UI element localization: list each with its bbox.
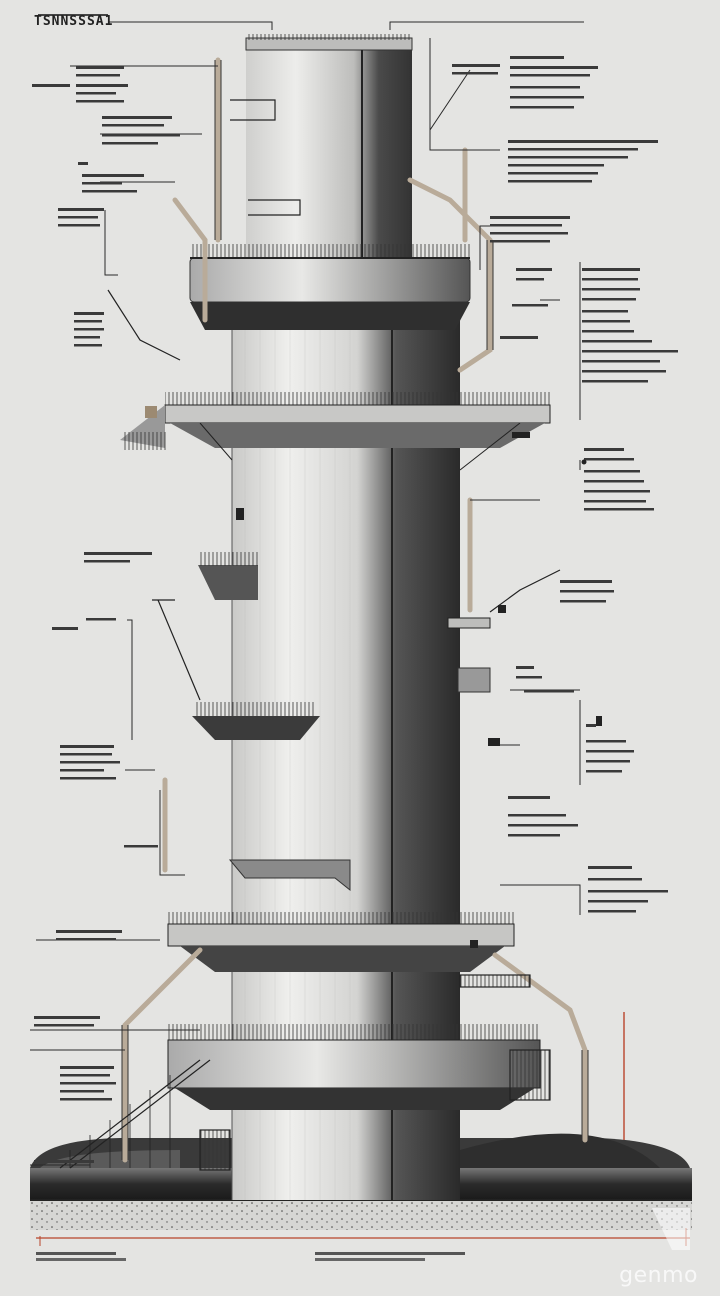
annotation-labels bbox=[32, 56, 678, 1163]
base-stairs bbox=[59, 974, 551, 1171]
title-underline bbox=[38, 14, 108, 16]
annotation-leaders bbox=[30, 21, 584, 1166]
gallery-platform-3 bbox=[167, 859, 515, 972]
tower-pipes bbox=[122, 57, 588, 1163]
gallery-platform-4 bbox=[167, 1024, 541, 1110]
page-title: TSNNSSSA1 bbox=[34, 14, 114, 29]
foundation-base bbox=[30, 1012, 692, 1261]
pipe-outlines bbox=[121, 60, 589, 1160]
watermark-logo-mark bbox=[652, 1208, 690, 1250]
davit-arms bbox=[107, 99, 561, 701]
gallery-platform-2 bbox=[192, 552, 491, 740]
gallery-platform-1 bbox=[120, 392, 551, 471]
upper-deck bbox=[189, 244, 471, 330]
tower-top-cylinder bbox=[245, 34, 413, 258]
annotation-markers bbox=[145, 406, 602, 948]
watermark-text: genmo bbox=[619, 1263, 698, 1288]
